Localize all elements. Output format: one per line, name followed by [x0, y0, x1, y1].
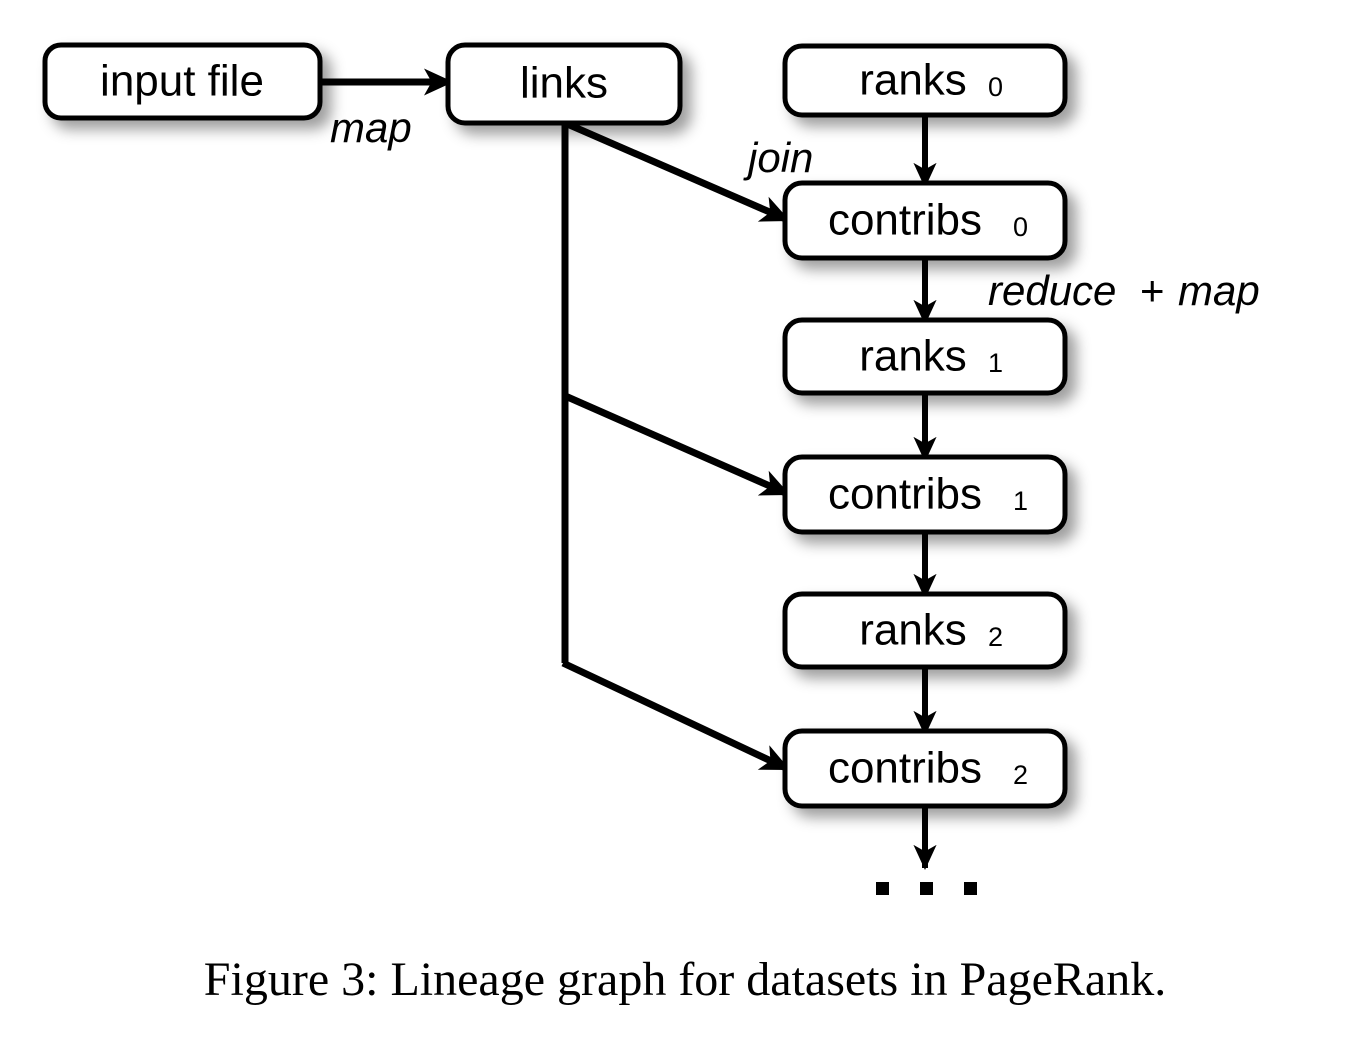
edge-labels-layer: map join reduce + map: [330, 104, 1260, 314]
node-ranks-1-shape: [782, 317, 1068, 396]
edge-links-to-contribs-2: [561, 659, 791, 773]
node-input-file[interactable]: input file: [42, 42, 323, 121]
edge-label-plus-operator: +: [1140, 267, 1165, 314]
node-ranks-2-subscript: 2: [988, 622, 1003, 652]
node-contribs-2-subscript: 2: [1013, 760, 1028, 790]
node-contribs-1[interactable]: contribs 1: [782, 454, 1068, 535]
node-contribs-0-shape: [782, 180, 1068, 261]
node-ranks-2-label: ranks: [859, 606, 967, 655]
node-links[interactable]: links: [445, 42, 683, 126]
node-ranks-0-subscript: 0: [988, 72, 1003, 102]
edge-label-join: join: [743, 134, 813, 181]
node-contribs-0-label: contribs: [828, 196, 982, 245]
node-links-label: links: [520, 59, 608, 108]
node-contribs-2[interactable]: contribs 2: [782, 728, 1068, 809]
node-contribs-0-subscript: 0: [1013, 212, 1028, 242]
node-ranks-1[interactable]: ranks 1: [782, 317, 1068, 396]
node-ranks-1-subscript: 1: [988, 348, 1003, 378]
node-ranks-2-shape: [782, 591, 1068, 670]
edge-label-map: map: [330, 104, 412, 151]
node-ranks-0-label: ranks: [859, 56, 967, 105]
node-links-shape: [445, 42, 683, 126]
ellipsis-dot-2: [920, 882, 933, 895]
continuation-ellipsis: [876, 882, 977, 895]
node-contribs-2-label: contribs: [828, 744, 982, 793]
nodes-layer: input file links ranks 0 contribs 0 rank…: [42, 42, 1068, 809]
ellipsis-dot-3: [964, 882, 977, 895]
edge-links-to-contribs-0: [563, 119, 791, 224]
edges-layer: [320, 68, 937, 871]
node-ranks-0-shape: [782, 43, 1068, 118]
node-ranks-1-label: ranks: [859, 332, 967, 381]
edge-label-reduce: reduce: [988, 267, 1116, 314]
figure-caption: Figure 3: Lineage graph for datasets in …: [203, 953, 1167, 1006]
node-contribs-2-shape: [782, 728, 1068, 809]
node-contribs-1-shape: [782, 454, 1068, 535]
node-contribs-1-label: contribs: [828, 470, 982, 519]
node-contribs-0[interactable]: contribs 0: [782, 180, 1068, 261]
edge-links-to-contribs-1: [561, 391, 791, 498]
node-ranks-2[interactable]: ranks 2: [782, 591, 1068, 670]
node-input-file-shape: [42, 42, 323, 121]
node-ranks-0[interactable]: ranks 0: [782, 43, 1068, 118]
node-input-file-label: input file: [100, 57, 264, 106]
ellipsis-dot-1: [876, 882, 889, 895]
edge-label-map-second: map: [1178, 267, 1260, 314]
node-contribs-1-subscript: 1: [1013, 486, 1028, 516]
